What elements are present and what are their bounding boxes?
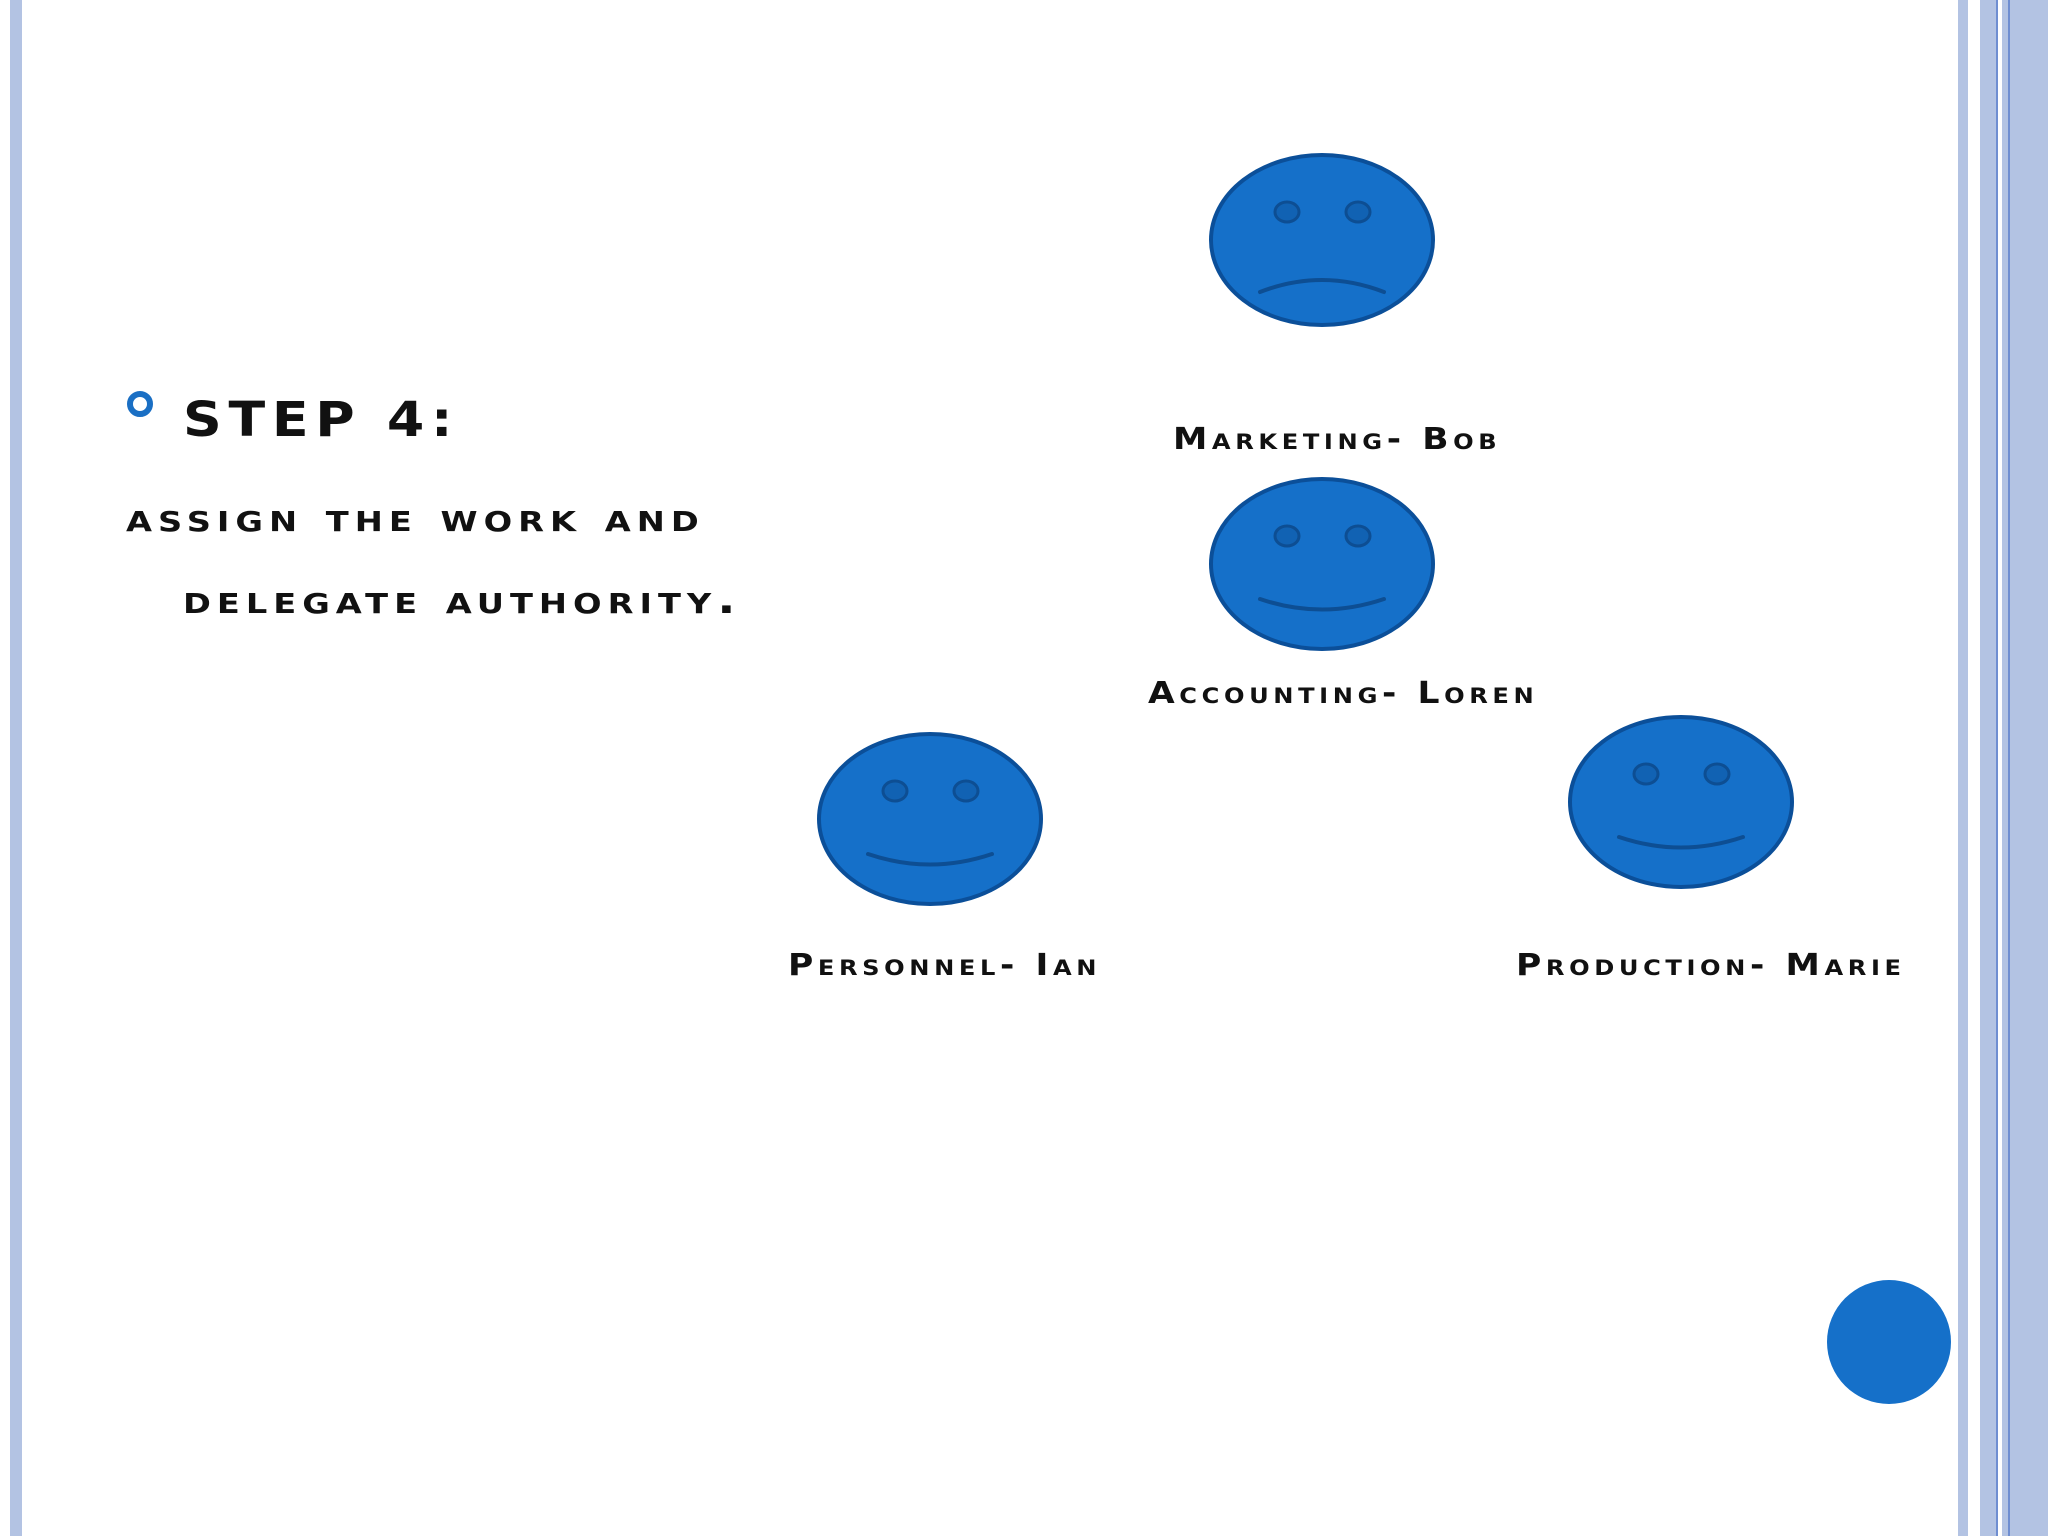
smiley-face-icon — [1208, 474, 1436, 654]
right-decorative-line — [2008, 0, 2010, 1536]
person-label-personnel: Personnel- Ian — [788, 948, 1102, 983]
body-text-line-2: delegate authority. — [183, 577, 742, 623]
person-label-marketing: Marketing- Bob — [1173, 422, 1502, 457]
right-decorative-bar — [1980, 0, 1998, 1536]
person-label-accounting: Accounting- Loren — [1148, 676, 1539, 711]
decorative-circle — [1827, 1280, 1951, 1404]
sad-face-icon — [1208, 150, 1436, 330]
step-title: STEP 4: — [183, 392, 460, 448]
bullet-circle-icon — [127, 391, 153, 417]
left-decorative-bar — [10, 0, 22, 1536]
right-decorative-line — [1996, 0, 1998, 1536]
smiley-face-icon — [816, 729, 1044, 909]
body-text-line-1: Assign the work and — [126, 495, 705, 541]
smiley-face-icon — [1567, 712, 1795, 892]
right-decorative-bar — [1958, 0, 1968, 1536]
person-label-production: Production- Marie — [1516, 948, 1906, 983]
